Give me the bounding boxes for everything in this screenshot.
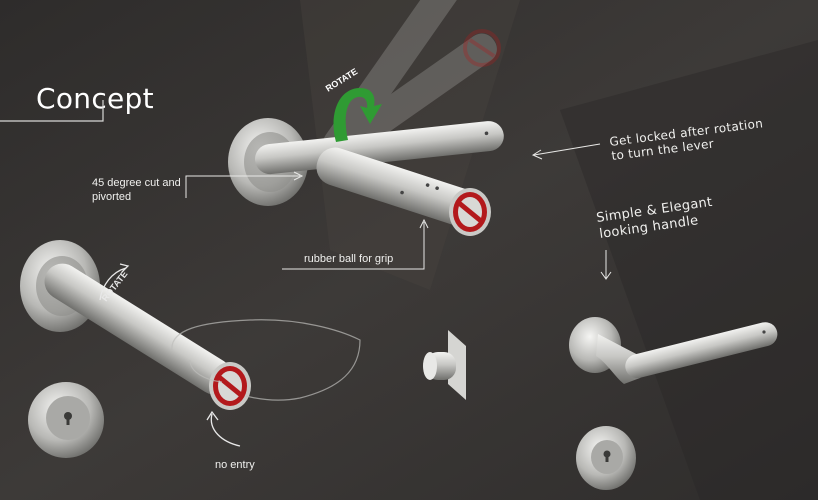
keyhole-rose-right <box>576 426 636 490</box>
background-shade <box>560 40 818 500</box>
latch-spindle <box>423 330 466 400</box>
annotation-cut-line1: 45 degree cut and <box>92 177 181 189</box>
left-handle: ROTATE <box>20 240 361 447</box>
central-handle: ROTATE <box>228 0 504 236</box>
page-title: Concept <box>36 82 154 115</box>
annotation-no-entry: no entry <box>215 459 255 471</box>
annotation-cut-line2: pivorted <box>92 191 131 203</box>
no-entry-sign <box>209 362 251 410</box>
no-entry-sign <box>449 188 491 236</box>
rotate-arrow-icon <box>333 88 382 142</box>
title-underline <box>0 100 104 122</box>
keyhole-rose-left <box>28 382 104 458</box>
ghost-rotation <box>323 0 497 162</box>
annotation-grip: rubber ball for grip <box>304 253 393 265</box>
right-handle <box>569 317 778 384</box>
